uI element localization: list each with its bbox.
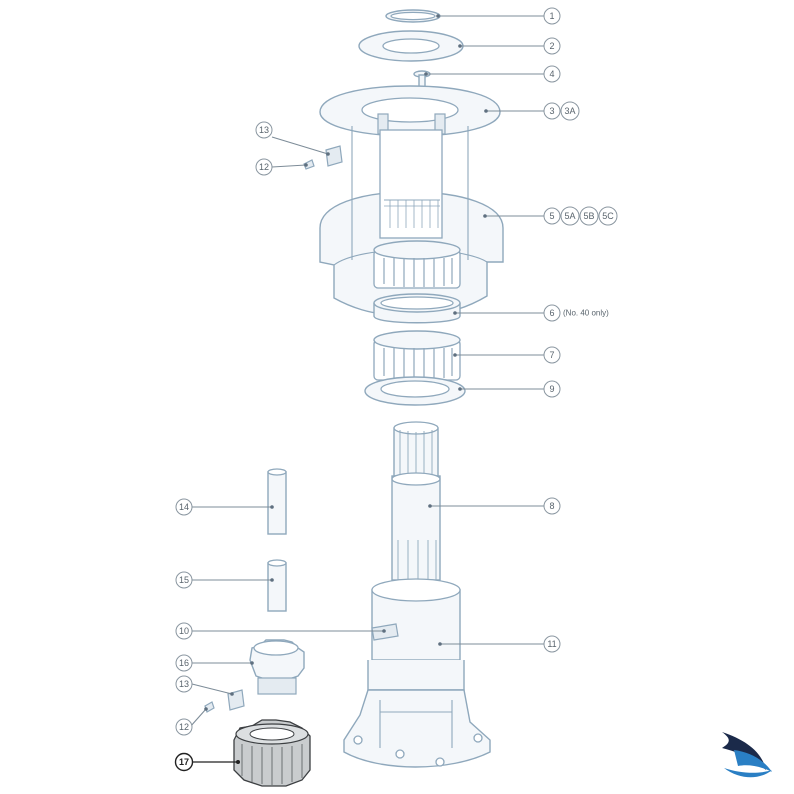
part-16-gear [249, 639, 305, 695]
part-13-pawl-lower [227, 689, 245, 711]
part-11-base [343, 578, 491, 768]
part-12-spring-upper [303, 159, 315, 170]
svg-text:9: 9 [549, 384, 554, 394]
callout-3a: 3A [560, 101, 580, 121]
callout-5c: 5C [598, 206, 618, 226]
callout-5a: 5A [560, 206, 580, 226]
svg-text:6: 6 [549, 308, 554, 318]
svg-text:15: 15 [179, 575, 189, 585]
svg-text:12: 12 [259, 162, 269, 172]
callout-12-lower: 12 [175, 718, 193, 736]
callout-6: 6 (No. 40 only) [543, 304, 609, 322]
svg-text:16: 16 [179, 658, 189, 668]
svg-text:1: 1 [549, 11, 554, 21]
callout-4: 4 [543, 65, 561, 83]
part-17-gear-highlighted [233, 719, 311, 787]
part-1-ring [385, 9, 441, 23]
sail-wave-logo-icon [722, 732, 772, 778]
part-7-roller-bearing [373, 330, 461, 381]
part-13-pawl-upper [325, 145, 343, 167]
part-8-spindle [391, 421, 441, 582]
part-14-pin [267, 468, 287, 535]
part-2-washer [358, 30, 464, 62]
svg-text:3: 3 [549, 106, 554, 116]
part-3-top-flange [319, 85, 501, 137]
svg-text:11: 11 [547, 639, 556, 649]
callout-2: 2 [543, 37, 561, 55]
callout-5: 5 [543, 207, 561, 225]
svg-text:14: 14 [179, 502, 189, 512]
callout-16: 16 [175, 654, 193, 672]
callout-9: 9 [543, 380, 561, 398]
callout-11: 11 [543, 635, 561, 653]
svg-text:8: 8 [549, 501, 554, 511]
callout-10: 10 [175, 622, 193, 640]
svg-text:12: 12 [179, 722, 189, 732]
callout-3: 3 [543, 102, 561, 120]
svg-text:7: 7 [549, 350, 554, 360]
svg-text:10: 10 [179, 626, 189, 636]
svg-text:3A: 3A [564, 106, 575, 116]
callout-5b: 5B [579, 206, 599, 226]
svg-text:5B: 5B [583, 211, 594, 221]
callout-8: 8 [543, 497, 561, 515]
svg-text:5A: 5A [564, 211, 575, 221]
svg-text:2: 2 [549, 41, 554, 51]
callout-13-lower: 13 [175, 675, 193, 693]
upper-roller-bearing [373, 240, 461, 289]
svg-text:4: 4 [549, 69, 554, 79]
part-15-pin [267, 559, 287, 612]
svg-text:5C: 5C [602, 211, 614, 221]
callout-13-upper: 13 [255, 121, 273, 139]
callout-12-upper: 12 [255, 158, 273, 176]
callout-15: 15 [175, 571, 193, 589]
callout-17-highlighted: 17 [174, 752, 194, 772]
callout-6-note: (No. 40 only) [563, 309, 609, 318]
callout-7: 7 [543, 346, 561, 364]
callout-1: 1 [543, 7, 561, 25]
svg-text:13: 13 [179, 679, 189, 689]
svg-text:5: 5 [549, 211, 554, 221]
leader-lines [189, 14, 544, 764]
svg-text:13: 13 [259, 125, 269, 135]
callout-14: 14 [175, 498, 193, 516]
svg-text:17: 17 [179, 757, 189, 767]
part-6-spacer-ring [373, 293, 461, 324]
part-9-thrust-washer [364, 376, 466, 406]
